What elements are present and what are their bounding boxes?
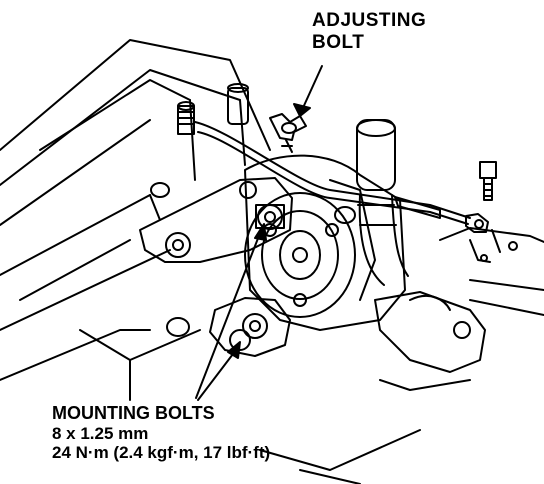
adjusting-bolt-callout: ADJUSTING BOLT <box>312 10 426 54</box>
mounting-bolts-callout: MOUNTING BOLTS 8 x 1.25 mm 24 N·m (2.4 k… <box>52 403 270 463</box>
mounting-bolts-size: 8 x 1.25 mm <box>52 423 149 443</box>
wire-stud-left <box>177 101 195 135</box>
adjusting-bolt-label-line1: ADJUSTING <box>312 10 427 31</box>
engine-block <box>0 39 421 484</box>
mounting-bolts-torque: 24 N·m (2.4 kgf·m, 17 lbf·ft) <box>52 443 271 463</box>
mounting-bolts-title: MOUNTING BOLTS <box>52 403 215 423</box>
ground-bolt-right <box>479 161 497 201</box>
upper-mounting-bolt <box>255 204 285 230</box>
mounting-bolts-arrows <box>195 223 267 401</box>
adjusting-bolt-icon <box>269 113 307 153</box>
adjusting-bolt-label-line2: BOLT <box>312 31 365 53</box>
mounting-bracket <box>139 177 293 263</box>
ground-wire <box>194 121 489 233</box>
right-bracket-plate <box>374 227 544 391</box>
adjusting-bolt-arrow <box>293 65 323 117</box>
head-stud <box>227 83 249 125</box>
lower-mounting-boss <box>209 297 291 357</box>
refrigerant-hose <box>356 119 409 286</box>
ac-compressor <box>244 154 406 331</box>
